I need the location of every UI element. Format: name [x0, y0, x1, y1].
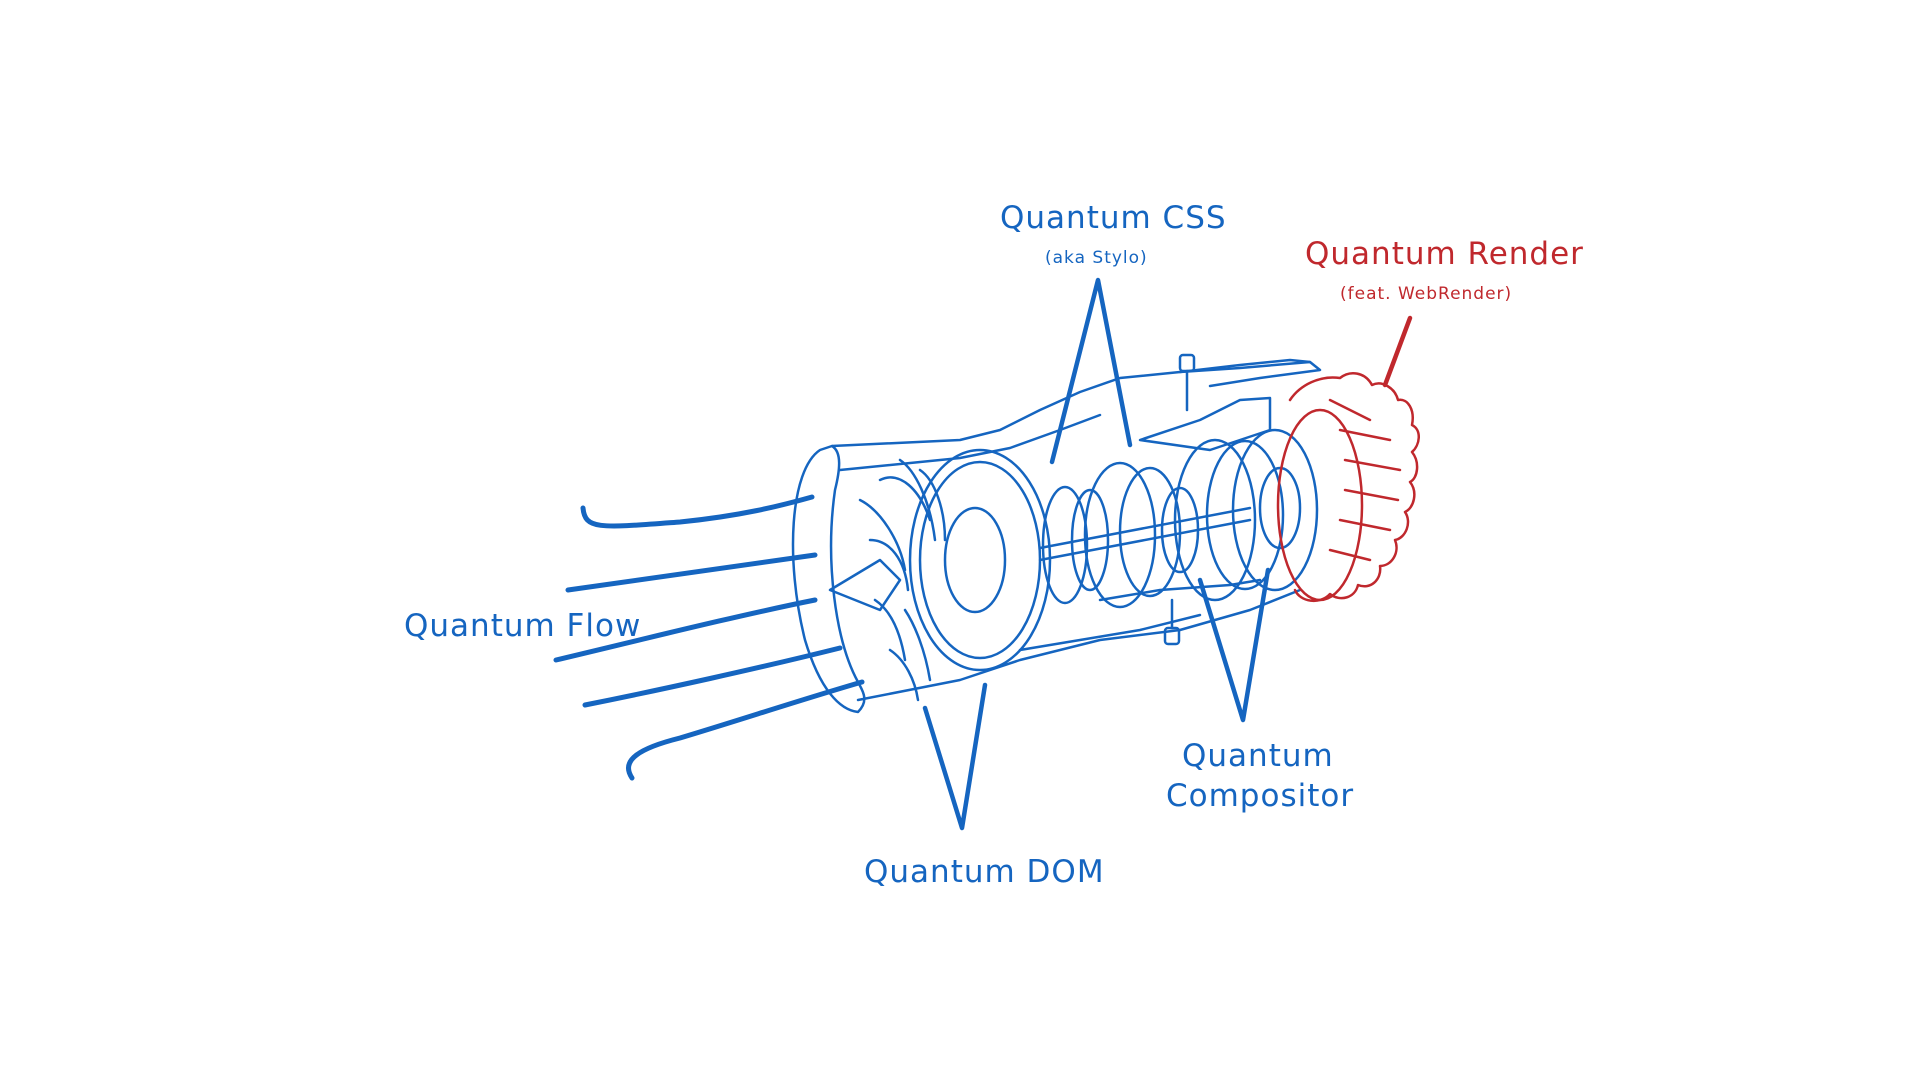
bolts — [1163, 353, 1196, 646]
fan-blades — [858, 458, 947, 702]
quantum-render-sublabel: (feat. WebRender) — [1340, 284, 1513, 304]
shaft — [1038, 518, 1252, 562]
airflow-line-2 — [565, 552, 818, 593]
combustion-chamber — [1138, 396, 1272, 452]
quantum-css-label: Quantum CSS — [1000, 200, 1227, 236]
intake-ring — [791, 444, 866, 714]
airflow-line-3 — [553, 597, 818, 663]
quantum-dom-label: Quantum DOM — [864, 854, 1105, 890]
airflow-line-4 — [582, 645, 843, 708]
quantum-flow-label: Quantum Flow — [404, 608, 642, 644]
quantum-compositor-label-line2: Compositor — [1166, 778, 1355, 814]
upper-casing — [830, 358, 1312, 448]
quantum-css-sublabel: (aka Stylo) — [1045, 248, 1148, 268]
exhaust-nozzle — [1276, 372, 1420, 602]
compositor-leader — [1197, 567, 1271, 723]
dom-leader — [922, 682, 988, 831]
turbine-discs — [1173, 428, 1319, 602]
lower-casing — [856, 588, 1302, 702]
fan-disc — [908, 448, 1052, 672]
quantum-render-label: Quantum Render — [1305, 236, 1584, 272]
render-leader — [1382, 315, 1413, 388]
airflow-line-5 — [626, 679, 865, 781]
callout-lines — [922, 277, 1413, 831]
quantum-compositor-label-line1: Quantum — [1182, 738, 1334, 774]
css-leader — [1049, 277, 1133, 465]
engine-body — [791, 353, 1322, 714]
exhaust-petals — [1288, 372, 1420, 602]
airflow-line-1 — [580, 494, 815, 529]
nose-cone — [828, 558, 902, 612]
airflow-lines — [553, 494, 865, 781]
